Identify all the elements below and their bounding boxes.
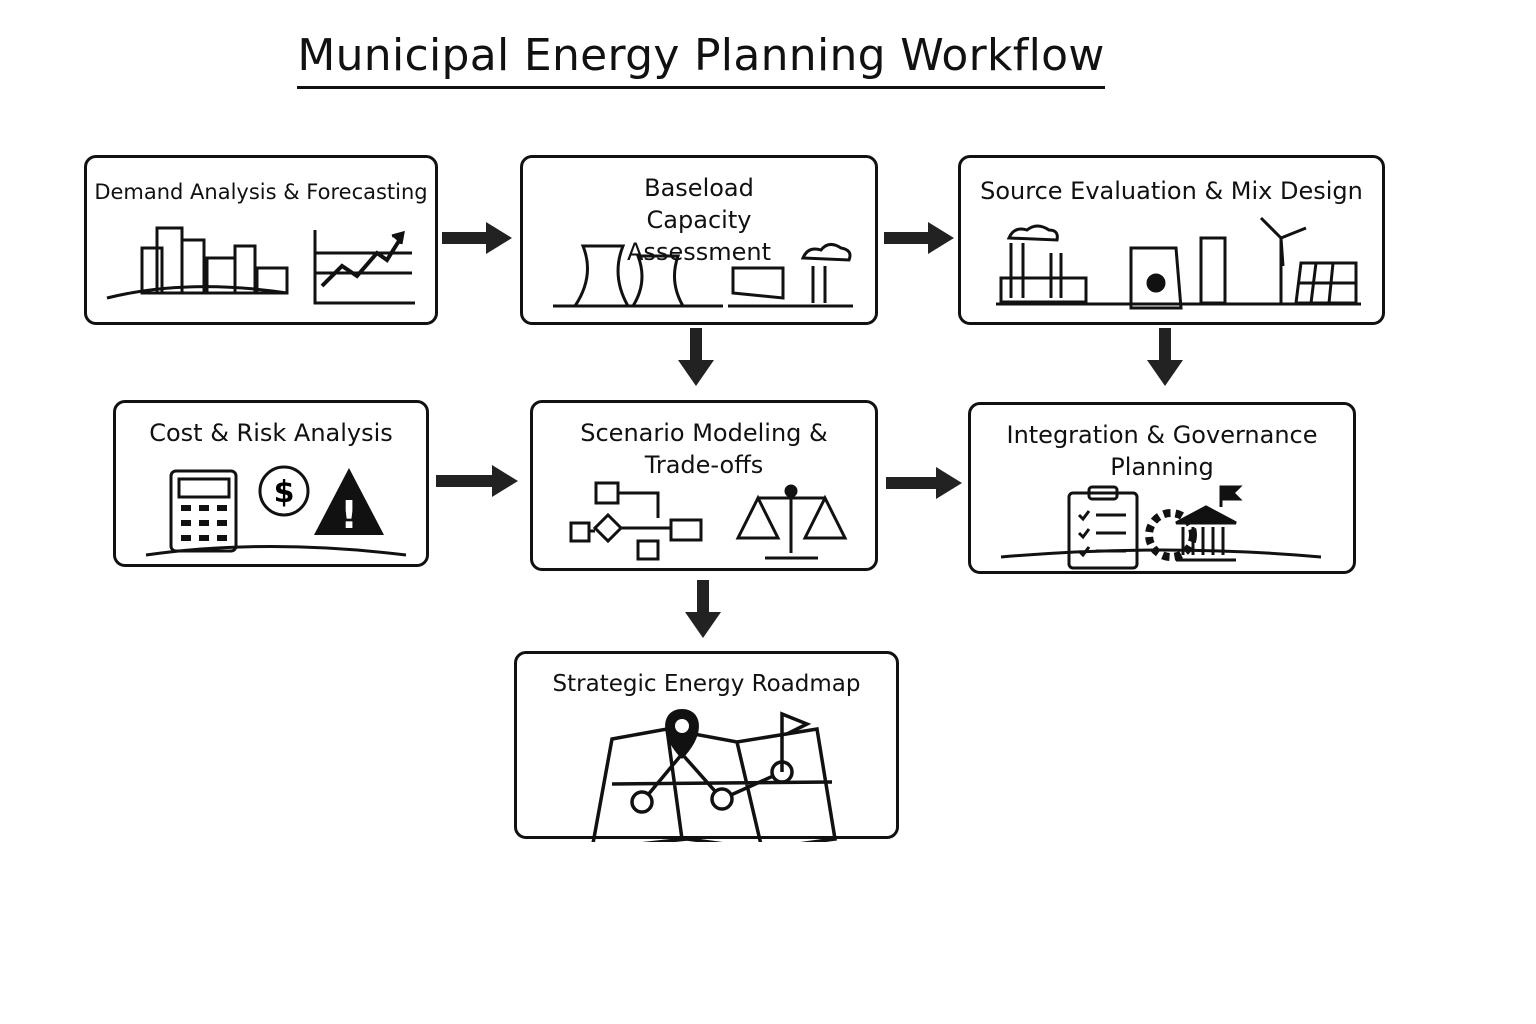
- arrow-demand-to-baseload: [442, 222, 512, 254]
- power-sources-icon: [996, 216, 1361, 310]
- step-label: Cost & Risk Analysis: [149, 419, 393, 447]
- calculator-icon: [145, 469, 407, 557]
- warning-symbol: !: [340, 493, 357, 537]
- step-label: Scenario Modeling & Trade-offs: [580, 419, 828, 479]
- step-label: Demand Analysis & Forecasting: [94, 180, 428, 204]
- growth-chart-icon: [313, 230, 415, 305]
- step-cost-risk: Cost & Risk Analysis $ !: [113, 400, 429, 567]
- step-label: Baseload Capacity Assessment: [627, 174, 771, 266]
- folded-map-icon: [591, 709, 838, 842]
- arrow-baseload-to-source: [884, 222, 954, 254]
- step-demand-analysis: Demand Analysis & Forecasting: [84, 155, 438, 325]
- arrow-baseload-to-scenario: [678, 328, 714, 386]
- flowchart-icon: [569, 481, 703, 561]
- arrow-cost-to-scenario: [436, 465, 518, 497]
- step-baseload-capacity: Baseload Capacity Assessment: [520, 155, 878, 325]
- page-title: Municipal Energy Planning Workflow: [297, 30, 1105, 81]
- checklist-clipboard-icon: [1000, 485, 1322, 570]
- arrow-scenario-to-roadmap: [685, 580, 721, 638]
- city-buildings-icon: [106, 226, 289, 300]
- step-label: Strategic Energy Roadmap: [552, 671, 861, 697]
- step-strategic-roadmap: Strategic Energy Roadmap: [514, 651, 899, 842]
- step-source-evaluation: Source Evaluation & Mix Design: [958, 155, 1385, 325]
- step-label: Source Evaluation & Mix Design: [980, 177, 1363, 205]
- cooling-towers-icon: [553, 243, 853, 308]
- location-pin-icon: [665, 709, 699, 759]
- arrow-scenario-to-integration: [886, 467, 962, 499]
- warning-icon: !: [314, 468, 384, 537]
- coin-icon: $: [258, 465, 310, 517]
- title-underline: [297, 86, 1105, 89]
- step-integration-governance: Integration & Governance Planning: [968, 402, 1356, 574]
- balance-scale-icon: [735, 484, 848, 560]
- dollar-symbol: $: [274, 475, 295, 510]
- government-building-icon: [1145, 485, 1243, 562]
- arrow-source-to-integration: [1147, 328, 1183, 386]
- step-scenario-modeling: Scenario Modeling & Trade-offs: [530, 400, 878, 571]
- step-label: Integration & Governance Planning: [1006, 421, 1318, 481]
